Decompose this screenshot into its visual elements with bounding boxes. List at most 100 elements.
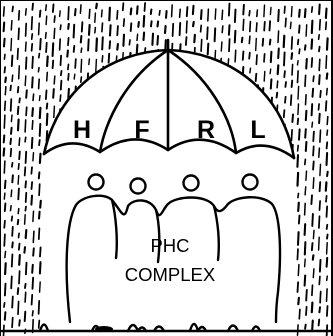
rain-streak <box>319 75 320 84</box>
person-head-3 <box>184 176 199 191</box>
rain-streak <box>46 16 47 24</box>
rain-streak <box>25 312 26 321</box>
rain-streak <box>256 38 257 50</box>
rain-streak <box>4 7 5 16</box>
rain-streak <box>187 7 188 16</box>
rain-streak <box>327 225 328 229</box>
rain-streak <box>33 278 34 289</box>
rain-streak <box>313 132 314 141</box>
rain-streak <box>39 228 40 239</box>
rain-streak <box>109 54 110 63</box>
rain-streak <box>96 39 97 51</box>
rain-streak <box>312 104 313 115</box>
rain-streak <box>221 42 222 51</box>
rain-streak <box>32 138 33 148</box>
rain-streak <box>306 290 307 301</box>
complex-label-line1: PHC <box>150 235 189 256</box>
rain-streak <box>263 39 264 46</box>
rain-streak <box>19 320 20 326</box>
rain-streak <box>32 44 33 51</box>
rain-streak <box>297 249 298 259</box>
rain-streak <box>25 284 26 288</box>
rain-streak <box>53 61 54 69</box>
rain-streak <box>278 65 279 74</box>
rain-streak <box>151 21 152 26</box>
rain-streak <box>18 28 19 39</box>
rain-streak <box>313 255 314 259</box>
rain-streak <box>39 212 40 219</box>
rain-streak <box>5 101 6 110</box>
rain-streak <box>110 41 111 48</box>
rain-streak <box>54 16 55 22</box>
rain-streak <box>271 52 272 62</box>
rain-streak <box>81 59 82 72</box>
rain-streak <box>26 9 27 15</box>
rain-streak <box>40 154 41 163</box>
rain-streak <box>96 4 97 9</box>
rain-streak <box>80 5 81 13</box>
rain-streak <box>39 321 40 328</box>
rain-streak <box>305 242 306 254</box>
rain-streak <box>145 3 146 11</box>
rain-streak <box>305 159 306 164</box>
rain-streak <box>250 22 251 32</box>
rain-streak <box>129 40 130 45</box>
rain-streak <box>12 318 13 328</box>
rain-streak <box>312 122 313 127</box>
rain-streak <box>305 187 306 195</box>
rain-streak <box>32 57 33 68</box>
rain-streak <box>306 95 307 105</box>
rain-streak <box>4 303 5 307</box>
rain-streak <box>4 135 5 142</box>
rain-streak <box>47 104 48 109</box>
rain-streak <box>299 25 300 32</box>
rain-streak <box>158 22 159 27</box>
rain-streak <box>11 99 12 111</box>
rain-streak <box>117 44 118 50</box>
rain-streak <box>11 39 12 51</box>
rain-streak <box>74 74 75 79</box>
rain-streak <box>26 152 27 163</box>
rain-streak <box>40 247 41 256</box>
rain-streak <box>312 303 313 313</box>
rain-streak <box>292 37 293 49</box>
rain-streak <box>102 56 103 62</box>
rain-streak <box>319 35 320 40</box>
rain-streak <box>109 8 110 21</box>
rain-streak <box>313 76 314 81</box>
rain-streak <box>25 181 26 187</box>
rain-streak <box>313 269 314 278</box>
rain-streak <box>201 40 202 52</box>
rain-streak <box>298 193 299 197</box>
rain-streak <box>26 193 27 202</box>
rain-streak <box>201 10 202 19</box>
rain-streak <box>40 11 41 17</box>
rain-streak <box>47 72 48 81</box>
rain-streak <box>39 172 40 178</box>
rain-streak <box>312 7 313 12</box>
rain-streak <box>264 22 265 31</box>
rain-streak <box>319 307 320 312</box>
rain-streak <box>305 45 306 50</box>
rain-streak <box>313 178 314 189</box>
rain-streak <box>312 214 313 226</box>
rain-streak <box>159 11 160 15</box>
rain-streak <box>249 11 250 16</box>
rain-streak <box>313 161 314 169</box>
rain-streak <box>60 25 61 29</box>
rain-streak <box>81 77 82 82</box>
rain-streak <box>26 263 27 275</box>
rain-streak <box>19 271 20 284</box>
rain-streak <box>327 206 328 217</box>
rain-streak <box>278 31 279 43</box>
rain-streak <box>18 220 19 224</box>
rain-streak <box>180 23 181 35</box>
rain-streak <box>284 71 285 77</box>
rain-streak <box>319 5 320 15</box>
rain-streak <box>33 211 34 221</box>
rain-streak <box>298 282 299 292</box>
rain-streak <box>278 10 279 21</box>
rain-streak <box>74 25 75 38</box>
rain-streak <box>12 227 13 236</box>
